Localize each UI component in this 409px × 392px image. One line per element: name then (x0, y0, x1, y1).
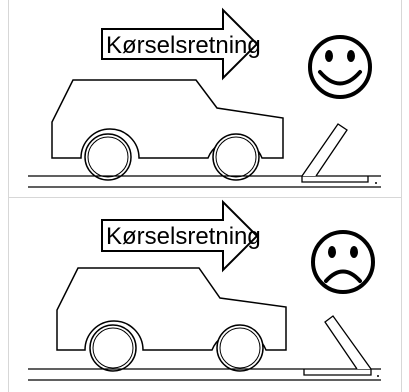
left-border (8, 0, 9, 392)
ramp-flap (303, 315, 379, 377)
direction-arrow: Kørselsretning (101, 199, 261, 273)
car-icon (51, 79, 284, 181)
right-border (401, 0, 402, 392)
panel-top: Kørselsretning (28, 7, 381, 188)
road (28, 175, 381, 188)
sad-face-icon (311, 230, 375, 294)
ramp-flap (301, 123, 377, 184)
direction-label: Kørselsretning (106, 32, 261, 59)
road (28, 368, 381, 381)
smiley-face-icon (308, 35, 372, 99)
panel-bottom: Kørselsretning (28, 199, 381, 381)
panel-separator (8, 197, 402, 198)
direction-arrow: Kørselsretning (101, 7, 261, 81)
direction-label: Kørselsretning (106, 223, 261, 250)
car-icon (56, 267, 287, 372)
